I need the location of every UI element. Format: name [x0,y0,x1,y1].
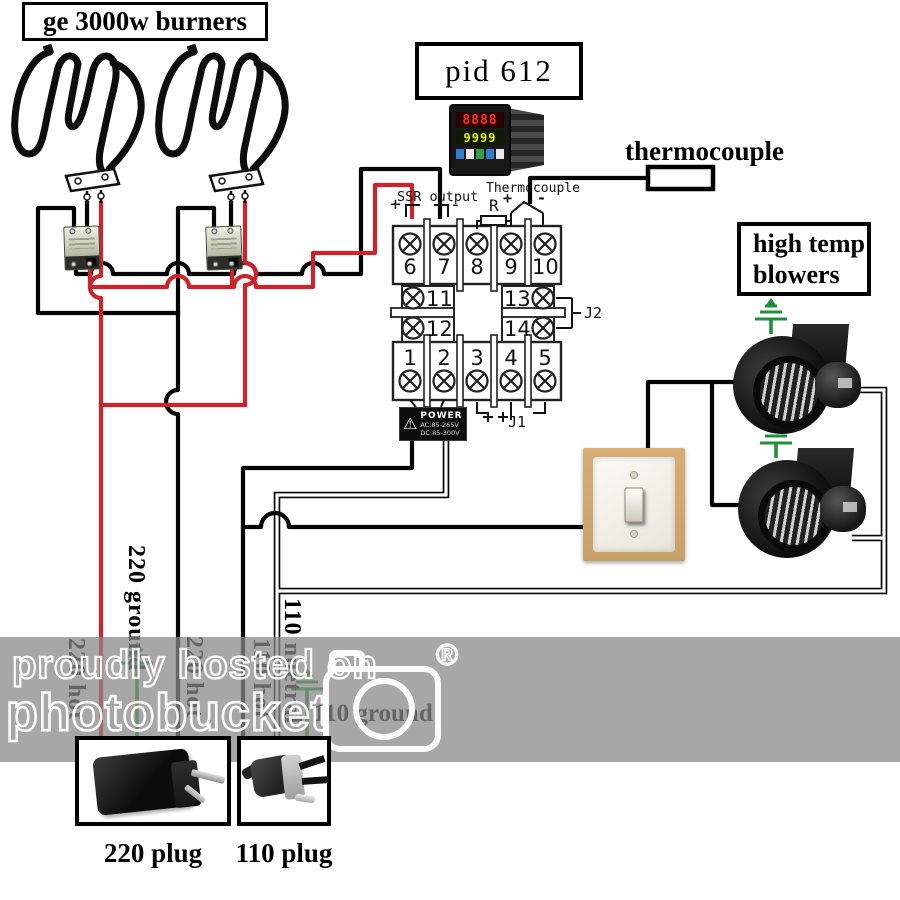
watermark-tagline: proudly hosted on [11,642,378,688]
blowers-title-line2: blowers [753,260,840,289]
pid-title-box: pid 612 [415,42,583,100]
plug-ground-pin [294,793,316,804]
terminal-10: 10 [532,255,559,279]
j2-label: J2 [584,304,603,322]
j1-label: J1 [508,413,527,431]
ssr-output-bracket [405,204,449,217]
ssr-plus-sign: + [390,194,401,215]
terminal-5: 5 [538,346,552,370]
tc-minus-sign: - [537,189,547,207]
plug-prong [298,755,326,770]
ssr-minus-sign: - [450,194,461,215]
terminal-4: 4 [504,346,518,370]
thermocouple-bracket [476,200,544,229]
camera-icon [323,650,441,752]
pid-side-panel [508,108,544,172]
ssr-relay-2 [205,225,243,271]
pid-front-panel: 8888 9999 [449,104,511,176]
neutral-wires [273,386,888,742]
plug-prong [301,776,330,785]
blower-1-photo [733,324,861,438]
ssr-relay-1 [63,225,101,271]
terminal-11: 11 [426,287,453,311]
light-switch [583,448,685,561]
blower-2-photo [738,448,866,562]
pid-buttons [456,149,504,159]
pid-display-top: 8888 [456,112,504,128]
plug-110-photo [237,736,331,826]
terminal-8: 8 [470,255,484,279]
j2-bracket [556,297,581,329]
thermocouple-small-label: Thermocouple [486,181,580,196]
terminal-7: 7 [437,255,451,279]
power-ac-rating: AC:85-265V [420,421,459,429]
j1-bracket [476,402,546,422]
burner-element-2 [159,44,285,203]
burners-title: ge 3000w burners [43,6,247,36]
switch-screw-bottom [630,530,638,538]
switch-screw-top [630,471,638,479]
terminal-1: 1 [403,346,417,370]
terminal-2: 2 [437,346,451,370]
red-wires [87,182,415,745]
pid-display-bottom: 9999 [456,130,504,145]
thermocouple-caption: thermocouple [625,136,784,166]
power-rating-label: ⚠ POWER AC:85-265V DC:85-300V [399,407,467,441]
watermark-brand: photobucket [5,683,330,744]
terminal-13: 13 [504,287,531,311]
terminal-9: 9 [504,255,518,279]
pid-controller-photo: 8888 9999 [449,102,549,180]
plug-110-caption: 110 plug [235,838,333,868]
ground-symbol [753,296,789,321]
burner-element-1 [15,44,141,203]
plug-220-photo [75,736,231,826]
terminal-6: 6 [403,255,417,279]
resistor-symbol [480,215,507,226]
blowers-title-line1: high temp [753,228,865,258]
warning-triangle-icon: ⚠ [403,414,418,433]
switch-plate [593,457,675,552]
thermocouple-probe [645,164,716,192]
power-dc-rating: DC:85-300V [420,429,460,437]
power-pointer-lines [409,399,445,408]
power-title: POWER [420,411,463,421]
plug-220-caption: 220 plug [103,838,203,868]
ssr-output-label: SSR output [397,189,479,205]
terminal-12: 12 [426,317,453,341]
blowers-title-box: high temp blowers [737,222,871,296]
registered-trademark-symbol: ® [435,638,460,673]
switch-toggle [624,487,644,522]
tc-plus-sign: + [503,189,513,207]
pid-title: pid 612 [445,53,553,88]
terminal-3: 3 [470,346,484,370]
terminal-14: 14 [504,317,531,341]
resistor-label: R [489,196,499,215]
terminal-block [390,200,581,422]
burners-title-box: ge 3000w burners [22,2,268,41]
